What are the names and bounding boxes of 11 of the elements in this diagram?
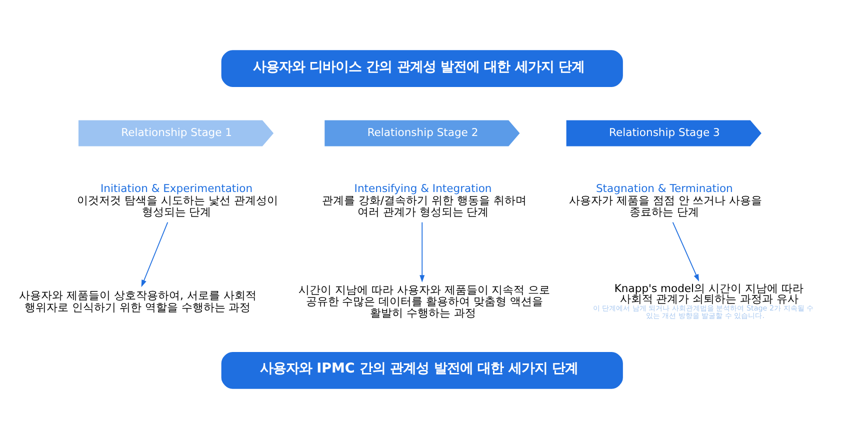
node-text: Initiation & Experimentation 이것저것 탐색을 시도하는 낯선 관계성이 형성되는 단계 [77,182,278,218]
node-text: 사용자와 제품들이 상호작용하여, 서로를 사회적 행위자로 인식하기 위한 역할을 수행하는 과정 [19,288,256,314]
node-text: Stagnation & Termination 사용자가 제품을 점점 안 쓰거나 사용을 종료하는 단계 [569,182,762,218]
node-text: 시간이 지남에 따라 사용자와 제품들이 지속적 으로 공유한 수많은 데이터를 활용하여 맞춤형 액션을 활발히 수행하는 과정 [298,282,550,320]
node-box: 사용자와 디바이스 간의 관계성 발전에 대한 세가지 단계 [221,50,623,86]
node-text: Knapp's model의 시간이 지남에 따라 사회적 관계가 쇠퇴하는 과정과 유사 이 단계에서 남게 되거나 사회관계법을 분석하여 Stage 2가 지속될 수 있는 개선 방향을 발굴할 수 있습니다. [592,281,814,320]
node-box: 사용자와 IPMC 간의 관계성 발전에 대한 세가지 단계 [221,352,623,388]
arrow [672,221,700,282]
arrow [141,221,168,287]
node-text: Intensifying & Integration 관계를 강화/결속하기 위한 행동을 취하며 여러 관계가 형성되는 단계 [322,182,526,218]
arrow [420,221,425,282]
